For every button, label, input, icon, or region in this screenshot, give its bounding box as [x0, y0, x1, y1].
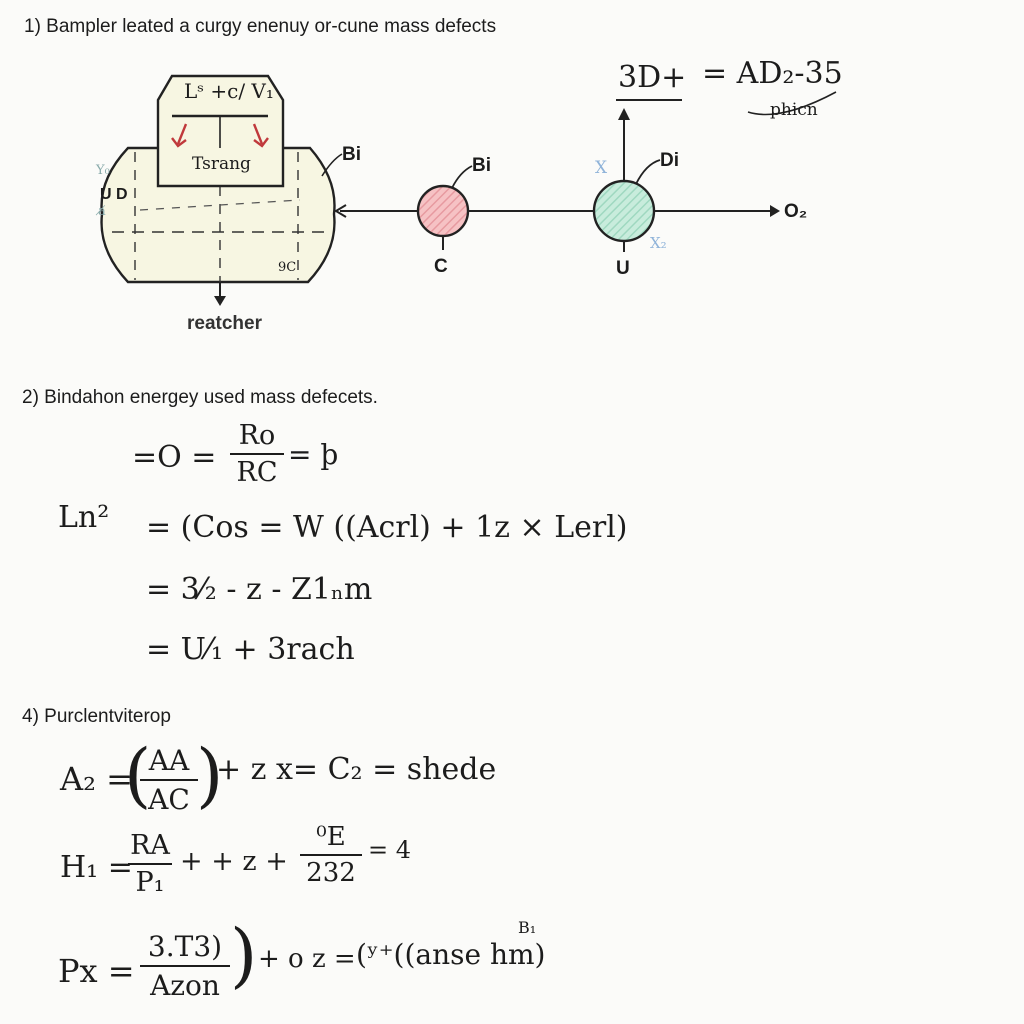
tank-side-label: U D — [100, 186, 128, 203]
top-eq-right: = AD₂-35 — [702, 56, 843, 91]
left-arrow-head — [334, 204, 347, 218]
x2-label: X₂ — [650, 234, 667, 252]
s2-fraction: Ro RC — [230, 420, 284, 488]
u-label: U — [616, 258, 630, 279]
s4-h-den: P₁ — [135, 867, 165, 898]
s2-fraction-bar — [230, 453, 284, 455]
node-c-leader — [451, 165, 473, 189]
s2-line4: = U⁄₁ + 3rach — [146, 632, 355, 667]
s4-p-bar — [140, 965, 230, 967]
s4-a-bar — [140, 779, 198, 781]
red-arrow-left — [176, 123, 188, 145]
x-label: X — [595, 158, 608, 178]
s2-line1-suffix: = þ — [288, 438, 339, 471]
s4-p-den: Azon — [150, 969, 220, 1002]
tank-dash-diag — [139, 199, 301, 211]
s2-fraction-num: Ro — [238, 420, 276, 451]
s2-fraction-den: RC — [236, 457, 278, 488]
s4-p-sup: B₁ — [518, 918, 537, 937]
s4-a-fraction: AA AC — [140, 744, 198, 816]
s4-h-bar2 — [300, 854, 362, 856]
s4-a-left: A₂ = — [60, 760, 133, 798]
s4-a-num: AA — [148, 744, 190, 777]
s4-p-paren-close: ) — [230, 914, 258, 996]
heading-section-1: 1) Bampler leated a curgy enenuy or-cune… — [24, 16, 497, 37]
s2-line2: = (Cos = W ((Acrl) + 1z × Lerl) — [146, 510, 628, 545]
c-label: C — [434, 256, 448, 277]
s4-h-num: RA — [130, 830, 170, 861]
tank-inner-label: Tsrang — [192, 154, 251, 174]
s2-ln-label: Ln² — [58, 500, 110, 535]
s4-a-right: + z x= C₂ = shede — [216, 752, 497, 787]
tank-a-label: a̸ — [98, 204, 106, 219]
down-arrow-head — [214, 296, 226, 306]
di-label: Di — [660, 150, 679, 171]
phicn-label: phicn — [770, 100, 818, 120]
bi-mid-label: Bi — [472, 155, 491, 176]
s4-p-num: 3.T3) — [147, 930, 223, 963]
s4-h-mid: + + z + — [180, 846, 288, 877]
top-eq-left: 3D+ — [618, 60, 687, 95]
s4-p-right: (ʸ⁺((anse hm) — [356, 938, 546, 971]
heading-section-4: 4) Purclentviterop — [22, 706, 171, 727]
s4-a-paren-open: ( — [124, 734, 152, 816]
s4-p-mid: + o z = — [258, 944, 356, 974]
s4-h-fraction: RA P₁ — [128, 830, 172, 898]
s4-h-fraction-2: ⁰E 232 — [300, 822, 362, 888]
s4-h-left: H₁ = — [60, 850, 133, 885]
bi-left-label: Bi — [342, 144, 361, 165]
tank-leader — [321, 153, 343, 177]
red-arrow-right-head — [253, 137, 269, 148]
s2-line1-prefix: =O = — [132, 440, 217, 475]
o2-label: O₂ — [784, 201, 808, 222]
s4-h-bar — [128, 863, 172, 865]
s4-h-num2: ⁰E — [316, 822, 346, 852]
red-arrow-right — [252, 123, 264, 145]
node-c — [416, 184, 470, 238]
node-u-up-arrow — [618, 108, 630, 120]
s4-a-paren-close: ) — [196, 734, 224, 816]
phicn-curve — [747, 91, 837, 116]
s2-line3: = 3⁄₂ - z - Z1ₙm — [146, 572, 373, 607]
tank-top-label: Lˢ +c/ V₁ — [184, 79, 274, 103]
heading-section-2: 2) Bindahon energey used mass defecets. — [22, 387, 378, 408]
s4-h-right: = 4 — [368, 836, 412, 864]
right-arrow-head — [770, 205, 780, 217]
tank-y-label: Y₀ — [96, 163, 110, 178]
node-u — [592, 179, 656, 243]
red-arrow-left-head — [171, 137, 187, 148]
s4-h-den2: 232 — [306, 858, 356, 888]
tank-corner-label: 9C — [278, 260, 297, 275]
s4-p-left: Px = — [58, 952, 135, 990]
s4-a-den: AC — [148, 783, 190, 816]
node-u-leader — [635, 159, 661, 185]
s4-p-fraction: 3.T3) Azon — [140, 930, 230, 1002]
reactor-label: reatcher — [187, 313, 262, 334]
